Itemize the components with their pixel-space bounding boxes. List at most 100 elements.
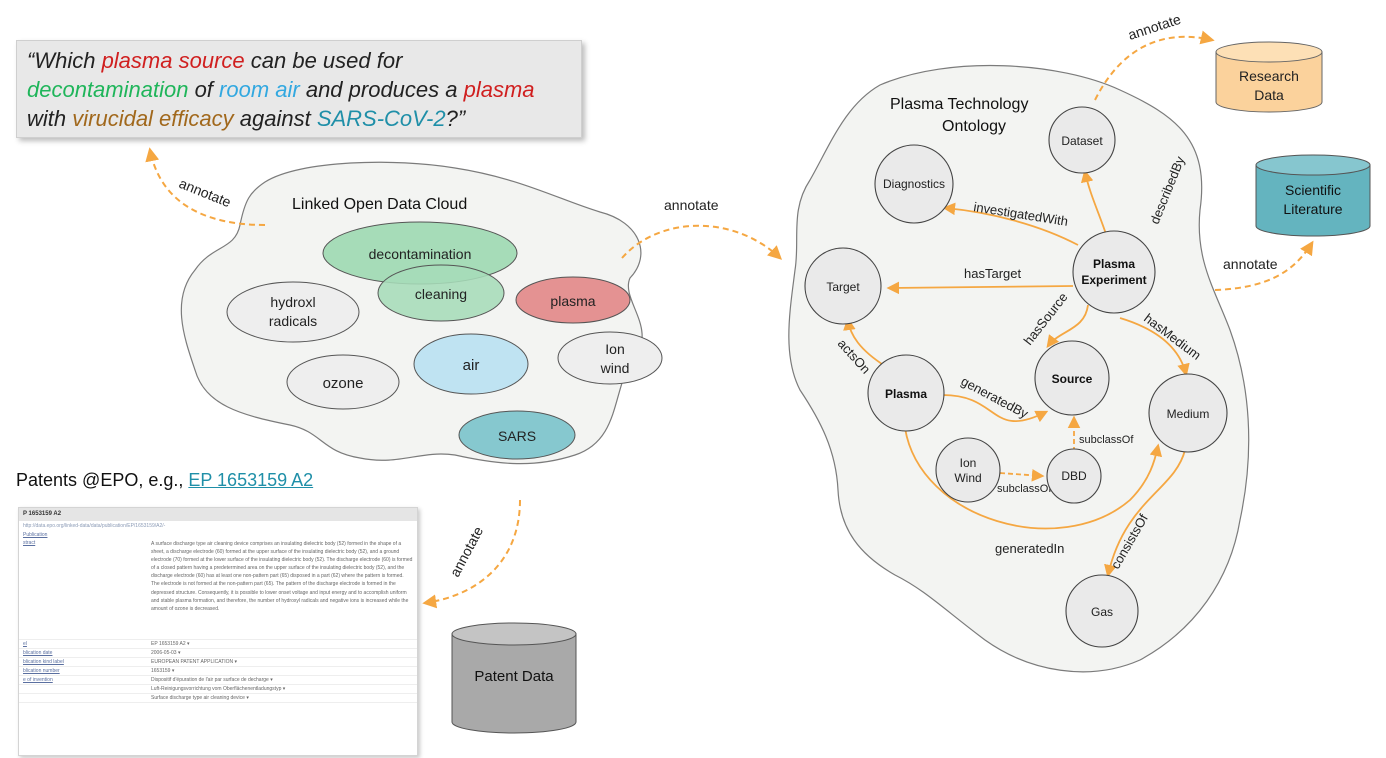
lod-node-ozone bbox=[286, 354, 400, 410]
onto-label-experiment-2: Experiment bbox=[1081, 273, 1146, 287]
lod-label-ion-wind-1: Ion bbox=[605, 341, 624, 357]
lod-node-hydroxyl bbox=[226, 281, 360, 343]
patent-link[interactable]: EP 1653159 A2 bbox=[188, 470, 314, 490]
annotate-arrow-research bbox=[1094, 30, 1215, 101]
question-segment: “Which bbox=[27, 48, 102, 73]
patent-data-label: Patent Data bbox=[474, 668, 554, 685]
question-segment: and produces a bbox=[299, 77, 464, 102]
onto-node-plasma bbox=[867, 354, 945, 432]
patent-doc-row: el EP 1653159 A2 ▾ bbox=[19, 640, 417, 649]
scientific-literature-db: Scientific Literature bbox=[1255, 154, 1371, 237]
lod-label-ion-wind-2: wind bbox=[600, 360, 630, 376]
onto-label-plasma: Plasma bbox=[885, 387, 927, 401]
onto-label-ion-wind-2: Wind bbox=[954, 471, 981, 485]
patent-doc-key[interactable]: blication date bbox=[23, 650, 53, 656]
edge-consists-of bbox=[1104, 449, 1186, 578]
patent-doc-value: EP 1653159 A2 ▾ bbox=[151, 641, 190, 647]
patent-doc-key[interactable]: blication number bbox=[23, 668, 60, 674]
annotate-arrow-patent bbox=[422, 499, 521, 609]
onto-label-gas: Gas bbox=[1091, 605, 1113, 619]
onto-label-medium: Medium bbox=[1167, 407, 1210, 421]
patent-title-prefix: Patents @EPO, e.g., bbox=[16, 470, 189, 490]
annotate-label-literature: annotate bbox=[1223, 256, 1278, 272]
annotate-arrow-lod-ontology bbox=[621, 224, 783, 260]
research-data-label-1: Research bbox=[1239, 68, 1299, 84]
lod-node-air bbox=[413, 333, 529, 395]
lod-label-sars: SARS bbox=[498, 428, 536, 444]
question-segment: room air bbox=[219, 77, 300, 102]
patent-doc-uri[interactable]: http://data.epo.org/linked-data/data/pub… bbox=[23, 523, 166, 529]
question-segment: of bbox=[188, 77, 220, 102]
annotate-arrow-literature bbox=[1214, 240, 1314, 291]
patent-doc-row: Luft-Reinigungsvorrichtung vom Oberfläch… bbox=[19, 685, 417, 694]
question-segment: SARS-CoV-2 bbox=[316, 106, 446, 131]
lod-label-hydroxyl-2: radicals bbox=[269, 313, 317, 329]
scientific-literature-label-1: Scientific bbox=[1285, 182, 1341, 198]
patent-document-preview: P 1653159 A2 http://data.epo.org/linked-… bbox=[18, 507, 418, 756]
onto-label-source: Source bbox=[1052, 372, 1093, 386]
label-subclass-of-2: subclassOf bbox=[997, 483, 1052, 495]
patent-doc-key[interactable]: stract bbox=[23, 540, 36, 546]
lod-label-hydroxyl-1: hydroxl bbox=[270, 294, 315, 310]
question-segment: virucidal efficacy bbox=[72, 106, 234, 131]
patent-doc-key[interactable]: e of invention bbox=[23, 677, 53, 683]
onto-node-experiment bbox=[1072, 230, 1156, 314]
patent-data-db: Patent Data bbox=[451, 622, 577, 734]
label-subclass-of-1: subclassOf bbox=[1079, 434, 1134, 446]
onto-node-ion-wind bbox=[935, 437, 1001, 503]
onto-node-dataset bbox=[1048, 106, 1116, 174]
research-data-label-2: Data bbox=[1254, 87, 1284, 103]
onto-label-target: Target bbox=[826, 280, 860, 294]
edge-generated-by bbox=[942, 394, 1049, 423]
patent-doc-key bbox=[19, 685, 147, 693]
onto-label-dbd: DBD bbox=[1061, 469, 1087, 483]
edge-has-source bbox=[1046, 304, 1089, 349]
onto-label-dataset: Dataset bbox=[1061, 134, 1103, 148]
patent-doc-value: EUROPEAN PATENT APPLICATION ▾ bbox=[151, 659, 238, 665]
patent-doc-value: 2006-05-03 ▾ bbox=[151, 650, 181, 656]
edge-has-medium bbox=[1119, 317, 1190, 377]
question-segment: ?” bbox=[445, 106, 466, 131]
onto-node-dbd bbox=[1046, 448, 1102, 504]
edge-subclass-of-ionwind bbox=[999, 468, 1045, 482]
question-segment: with bbox=[27, 106, 73, 131]
onto-node-diagnostics bbox=[874, 144, 954, 224]
question-segment: can be used for bbox=[244, 48, 403, 73]
patent-doc-value: Luft-Reinigungsvorrichtung vom Oberfläch… bbox=[151, 686, 286, 692]
question-segment: plasma bbox=[463, 77, 535, 102]
annotate-arrow-question bbox=[145, 147, 266, 226]
edge-investigated-with bbox=[942, 202, 1079, 246]
onto-node-medium bbox=[1148, 373, 1228, 453]
onto-node-gas bbox=[1065, 574, 1139, 648]
patent-doc-header: P 1653159 A2 bbox=[19, 508, 417, 521]
research-data-db: Research Data bbox=[1215, 41, 1323, 113]
lod-label-decontamination: decontamination bbox=[369, 246, 472, 262]
patent-doc-row: blication date 2006-05-03 ▾ bbox=[19, 649, 417, 658]
onto-label-experiment-1: Plasma bbox=[1093, 257, 1135, 271]
edge-generated-in bbox=[904, 427, 1163, 530]
patent-doc-value: A surface discharge type air cleaning de… bbox=[151, 541, 413, 612]
patent-doc-key[interactable]: el bbox=[23, 641, 27, 647]
onto-label-ion-wind-1: Ion bbox=[960, 456, 977, 470]
patent-doc-value: Dispositif d'épuration de l'air par surf… bbox=[151, 677, 273, 683]
lod-label-ozone: ozone bbox=[323, 375, 364, 392]
ontology-title-2: Ontology bbox=[942, 118, 1006, 135]
lod-label-cleaning: cleaning bbox=[415, 286, 467, 302]
scientific-literature-label-2: Literature bbox=[1283, 201, 1342, 217]
patent-doc-row: stract A surface discharge type air clean… bbox=[19, 539, 417, 640]
patent-doc-publication[interactable]: Publication bbox=[23, 532, 48, 538]
lod-node-sars bbox=[458, 410, 576, 460]
annotate-label-patent: annotate bbox=[447, 524, 487, 580]
patent-doc-row: e of invention Dispositif d'épuration de … bbox=[19, 676, 417, 685]
label-has-target: hasTarget bbox=[964, 266, 1021, 281]
lod-node-ion-wind bbox=[557, 331, 663, 385]
lod-node-plasma bbox=[515, 276, 631, 324]
label-generated-in: generatedIn bbox=[995, 541, 1064, 556]
patent-doc-key[interactable]: blication kind label bbox=[23, 659, 64, 665]
question-segment: plasma source bbox=[101, 48, 245, 73]
patent-doc-row: blication kind label EUROPEAN PATENT APPL… bbox=[19, 658, 417, 667]
patent-title: Patents @EPO, e.g., EP 1653159 A2 bbox=[16, 470, 313, 491]
lod-label-air: air bbox=[463, 357, 480, 374]
